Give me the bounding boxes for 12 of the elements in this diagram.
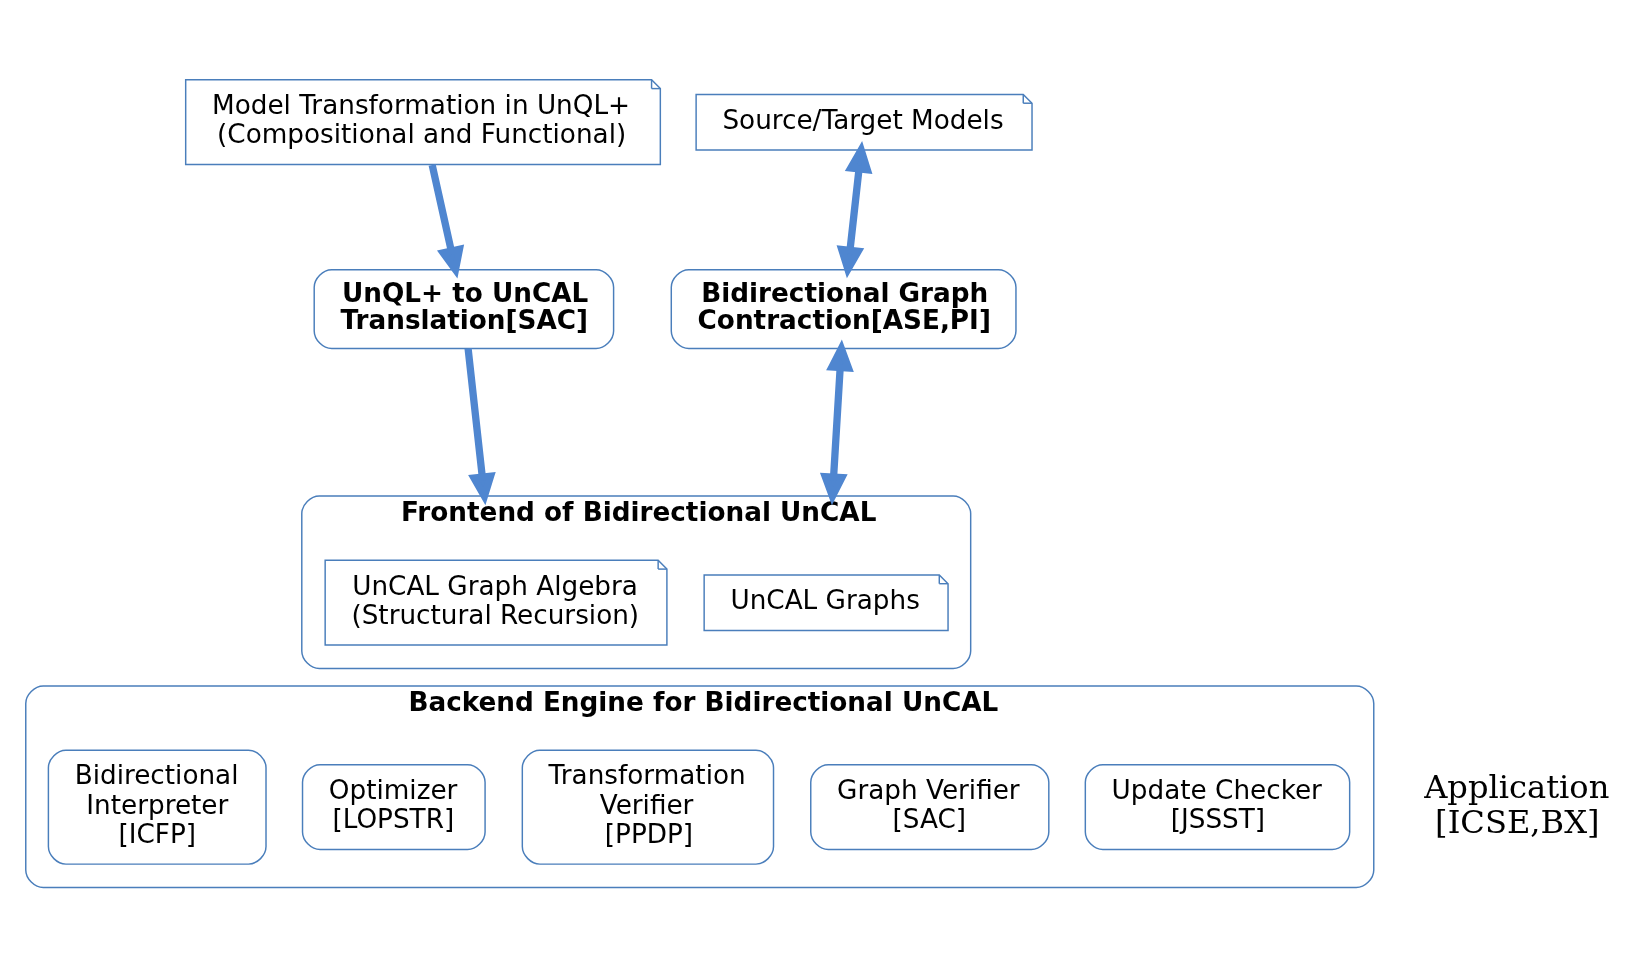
arrow	[819, 339, 854, 505]
arrow	[428, 163, 465, 278]
arrow	[836, 140, 873, 278]
node-box: Bidirectional Interpreter [ICFP]	[47, 748, 267, 865]
node-box: Graph Verifier [SAC]	[810, 763, 1050, 850]
arrow	[464, 347, 496, 505]
label: Application [ICSE,BX]	[1424, 767, 1610, 841]
node-box: UnQL+ to UnCAL Translation[SAC]	[313, 268, 615, 349]
node-box: Transformation Verifier [PPDP]	[521, 748, 775, 865]
node-box: Bidirectional Graph Contraction[ASE,PI]	[670, 268, 1017, 349]
node-box: Update Checker [JSSST]	[1084, 763, 1351, 850]
node-box: Optimizer [LOPSTR]	[301, 763, 486, 850]
